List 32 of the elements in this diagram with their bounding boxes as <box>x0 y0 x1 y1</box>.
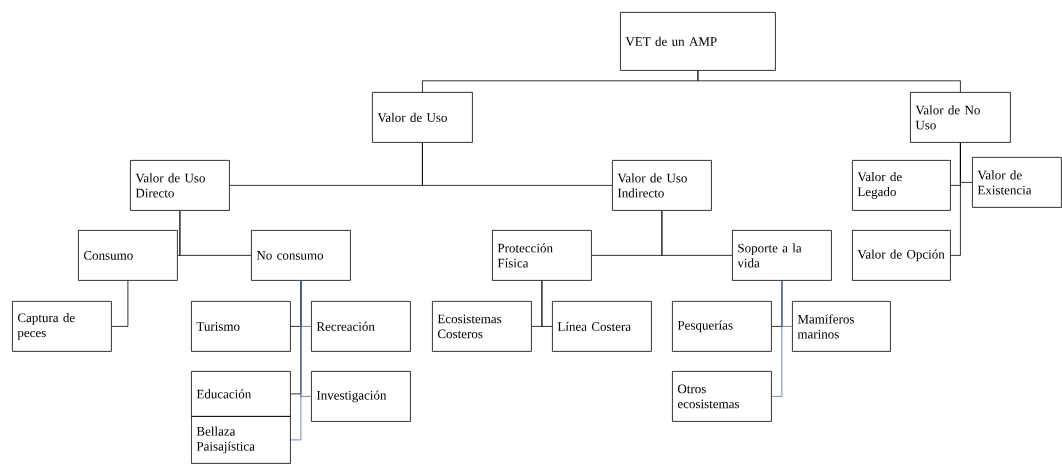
box: Captura de peces <box>12 301 112 352</box>
box: Valor de Existencia <box>972 157 1062 208</box>
box: Mamíferos marinos <box>792 301 891 352</box>
box: No consumo <box>251 230 351 281</box>
box: Recreación <box>311 301 411 352</box>
box: Valor de Opción <box>852 230 951 281</box>
box: Soporte a la vida <box>732 230 832 281</box>
box: Valor de Uso Indirecto <box>612 160 712 211</box>
box: Línea Costera <box>552 301 652 352</box>
box: Valor de Legado <box>852 160 951 211</box>
box: Investigación <box>311 371 411 422</box>
connector-line <box>541 280 553 327</box>
connector-line <box>697 70 961 93</box>
connector-line <box>950 142 961 256</box>
connector-line <box>422 142 613 186</box>
box: Valor de Uso <box>372 92 473 143</box>
connector-line <box>111 280 129 327</box>
box: Protección Física <box>492 230 592 281</box>
box: Bellaza Paisajística <box>191 416 291 464</box>
connector-line <box>179 210 252 256</box>
box: Ecosistemas Costeros <box>432 301 532 352</box>
connector-line <box>661 210 733 256</box>
box: Pesquerías <box>672 301 772 352</box>
connector-line <box>771 280 783 397</box>
box: VET de un AMP <box>620 12 776 71</box>
connector-line <box>290 280 302 441</box>
box: Valor de No Uso <box>910 92 1011 143</box>
box: Consumo <box>78 230 178 281</box>
box: Educación <box>191 371 291 417</box>
box: Valor de Uso Directo <box>130 160 230 211</box>
box: Turismo <box>191 301 291 352</box>
box: Otros ecosistemas <box>672 371 772 422</box>
